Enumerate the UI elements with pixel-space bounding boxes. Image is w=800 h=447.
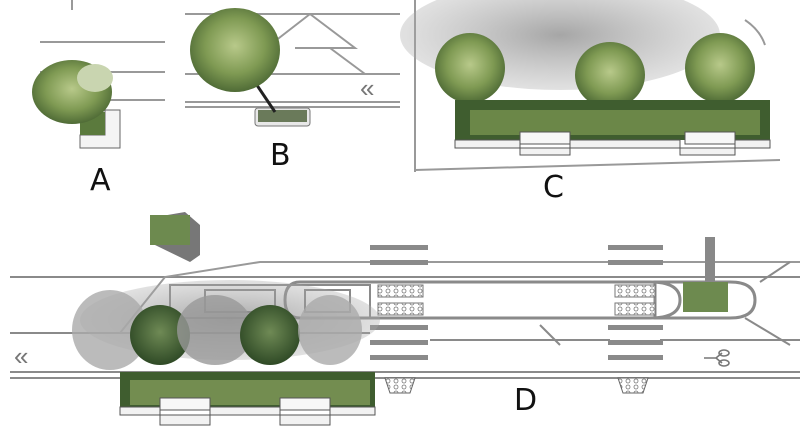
direction-chevron-icon: «	[14, 341, 29, 371]
bicycle-icon	[704, 349, 730, 367]
direction-chevron-icon: «	[360, 73, 375, 103]
panel-b-label: B	[270, 138, 291, 173]
panel-d-drawing	[10, 212, 800, 426]
panel-a-drawing	[32, 0, 165, 149]
panel-b-drawing	[185, 8, 400, 127]
panel-c-label: C	[543, 170, 564, 205]
panel-c-drawing	[400, 0, 781, 172]
panel-d-label: D	[514, 383, 538, 418]
panel-a-label: A	[90, 163, 111, 198]
